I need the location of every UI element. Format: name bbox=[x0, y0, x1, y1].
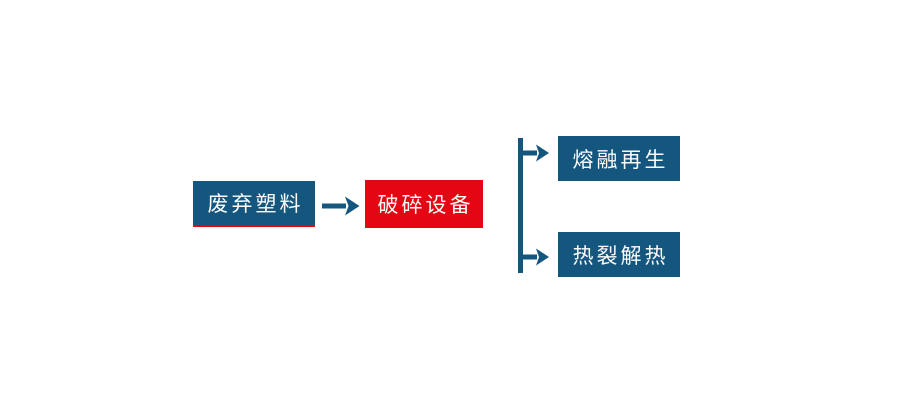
node-melt-regeneration: 熔融再生 bbox=[558, 136, 680, 181]
node-label: 废弃塑料 bbox=[207, 193, 304, 216]
branch-arrow-bottom-icon bbox=[520, 248, 549, 266]
node-label: 热裂解热 bbox=[572, 244, 669, 268]
node-crushing-equipment: 破碎设备 bbox=[365, 180, 483, 228]
node-label: 熔融再生 bbox=[572, 148, 669, 172]
branch-arrow-top-icon bbox=[520, 144, 549, 162]
branch-connector-icon bbox=[518, 138, 549, 273]
node-waste-plastic: 废弃塑料 bbox=[193, 181, 315, 227]
arrow-right-icon bbox=[322, 196, 360, 216]
node-label: 破碎设备 bbox=[377, 194, 474, 217]
node-pyrolysis-heat: 热裂解热 bbox=[558, 232, 680, 277]
